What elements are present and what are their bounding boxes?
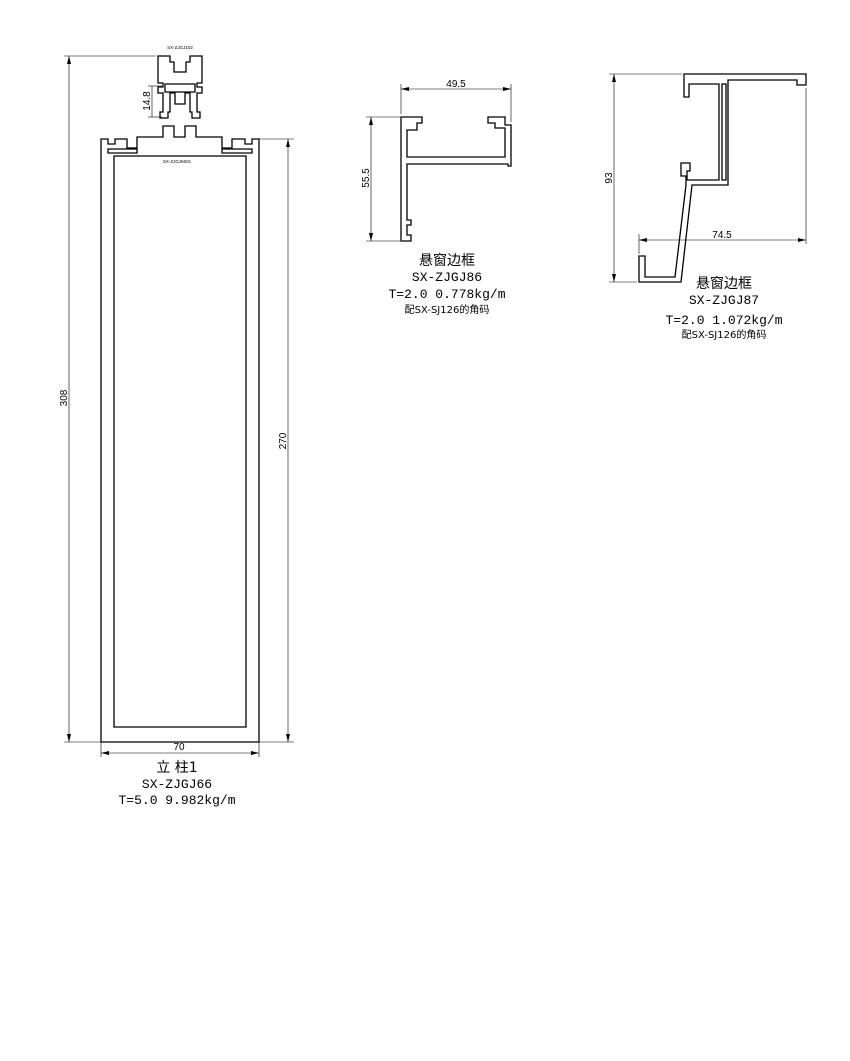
dim-frame87-height: 93 — [604, 172, 615, 184]
connector-bar — [164, 83, 196, 93]
column-lip-right — [221, 148, 253, 154]
frame87-spec: T=2.0 1.072kg/m — [665, 313, 782, 328]
connector-insert — [157, 55, 203, 119]
profile-window-frame-86 — [400, 116, 512, 242]
dim-slot-width: 14.8 — [142, 91, 153, 111]
column-code: SX-ZJGJ66 — [142, 777, 212, 792]
frame87-caption: 悬窗边框 SX-ZJGJ87 T=2.0 1.072kg/m 配SX-SJ126… — [665, 275, 782, 341]
frame86-name: 悬窗边框 — [419, 252, 475, 269]
frame87-outline — [638, 73, 807, 283]
frame87-dimensions: 93 74.5 — [604, 73, 807, 283]
profile-window-frame-87 — [638, 73, 807, 283]
dim-frame86-height: 55.5 — [361, 168, 372, 188]
frame87-inner-wall — [721, 83, 727, 181]
frame86-note: 配SX-SJ126的角码 — [405, 303, 490, 316]
frame86-caption: 悬窗边框 SX-ZJGJ86 T=2.0 0.778kg/m 配SX-SJ126… — [388, 252, 505, 316]
frame87-name: 悬窗边框 — [696, 275, 752, 292]
column-outer-outline — [100, 125, 260, 743]
label-inner: SX-ZJGJ6601 — [163, 159, 192, 164]
dim-frame86-width: 49.5 — [446, 79, 466, 90]
frame86-dimensions: 49.5 55.5 — [361, 79, 512, 242]
frame86-code: SX-ZJGJ86 — [412, 270, 482, 285]
frame86-spec: T=2.0 0.778kg/m — [388, 287, 505, 302]
dim-overall-height: 308 — [59, 389, 70, 406]
column-spec: T=5.0 9.982kg/m — [118, 793, 235, 808]
label-top-insert: SX-ZJGJ102 — [167, 45, 193, 50]
dim-body-height: 270 — [278, 432, 289, 449]
frame86-outline — [400, 116, 512, 242]
dim-width: 70 — [173, 742, 185, 753]
frame87-code: SX-ZJGJ87 — [689, 293, 759, 308]
column-dimensions: 308 270 70 14.8 SX-ZJGJ102 SX-ZJGJ6601 — [59, 45, 294, 757]
column-caption: 立 柱1 SX-ZJGJ66 T=5.0 9.982kg/m — [118, 760, 235, 808]
frame87-note: 配SX-SJ126的角码 — [682, 328, 767, 341]
column-inner-cavity — [113, 155, 247, 728]
column-lip-left — [107, 148, 138, 154]
profile-column — [100, 55, 260, 743]
dim-frame87-width: 74.5 — [712, 230, 732, 241]
column-name: 立 柱1 — [156, 760, 197, 776]
